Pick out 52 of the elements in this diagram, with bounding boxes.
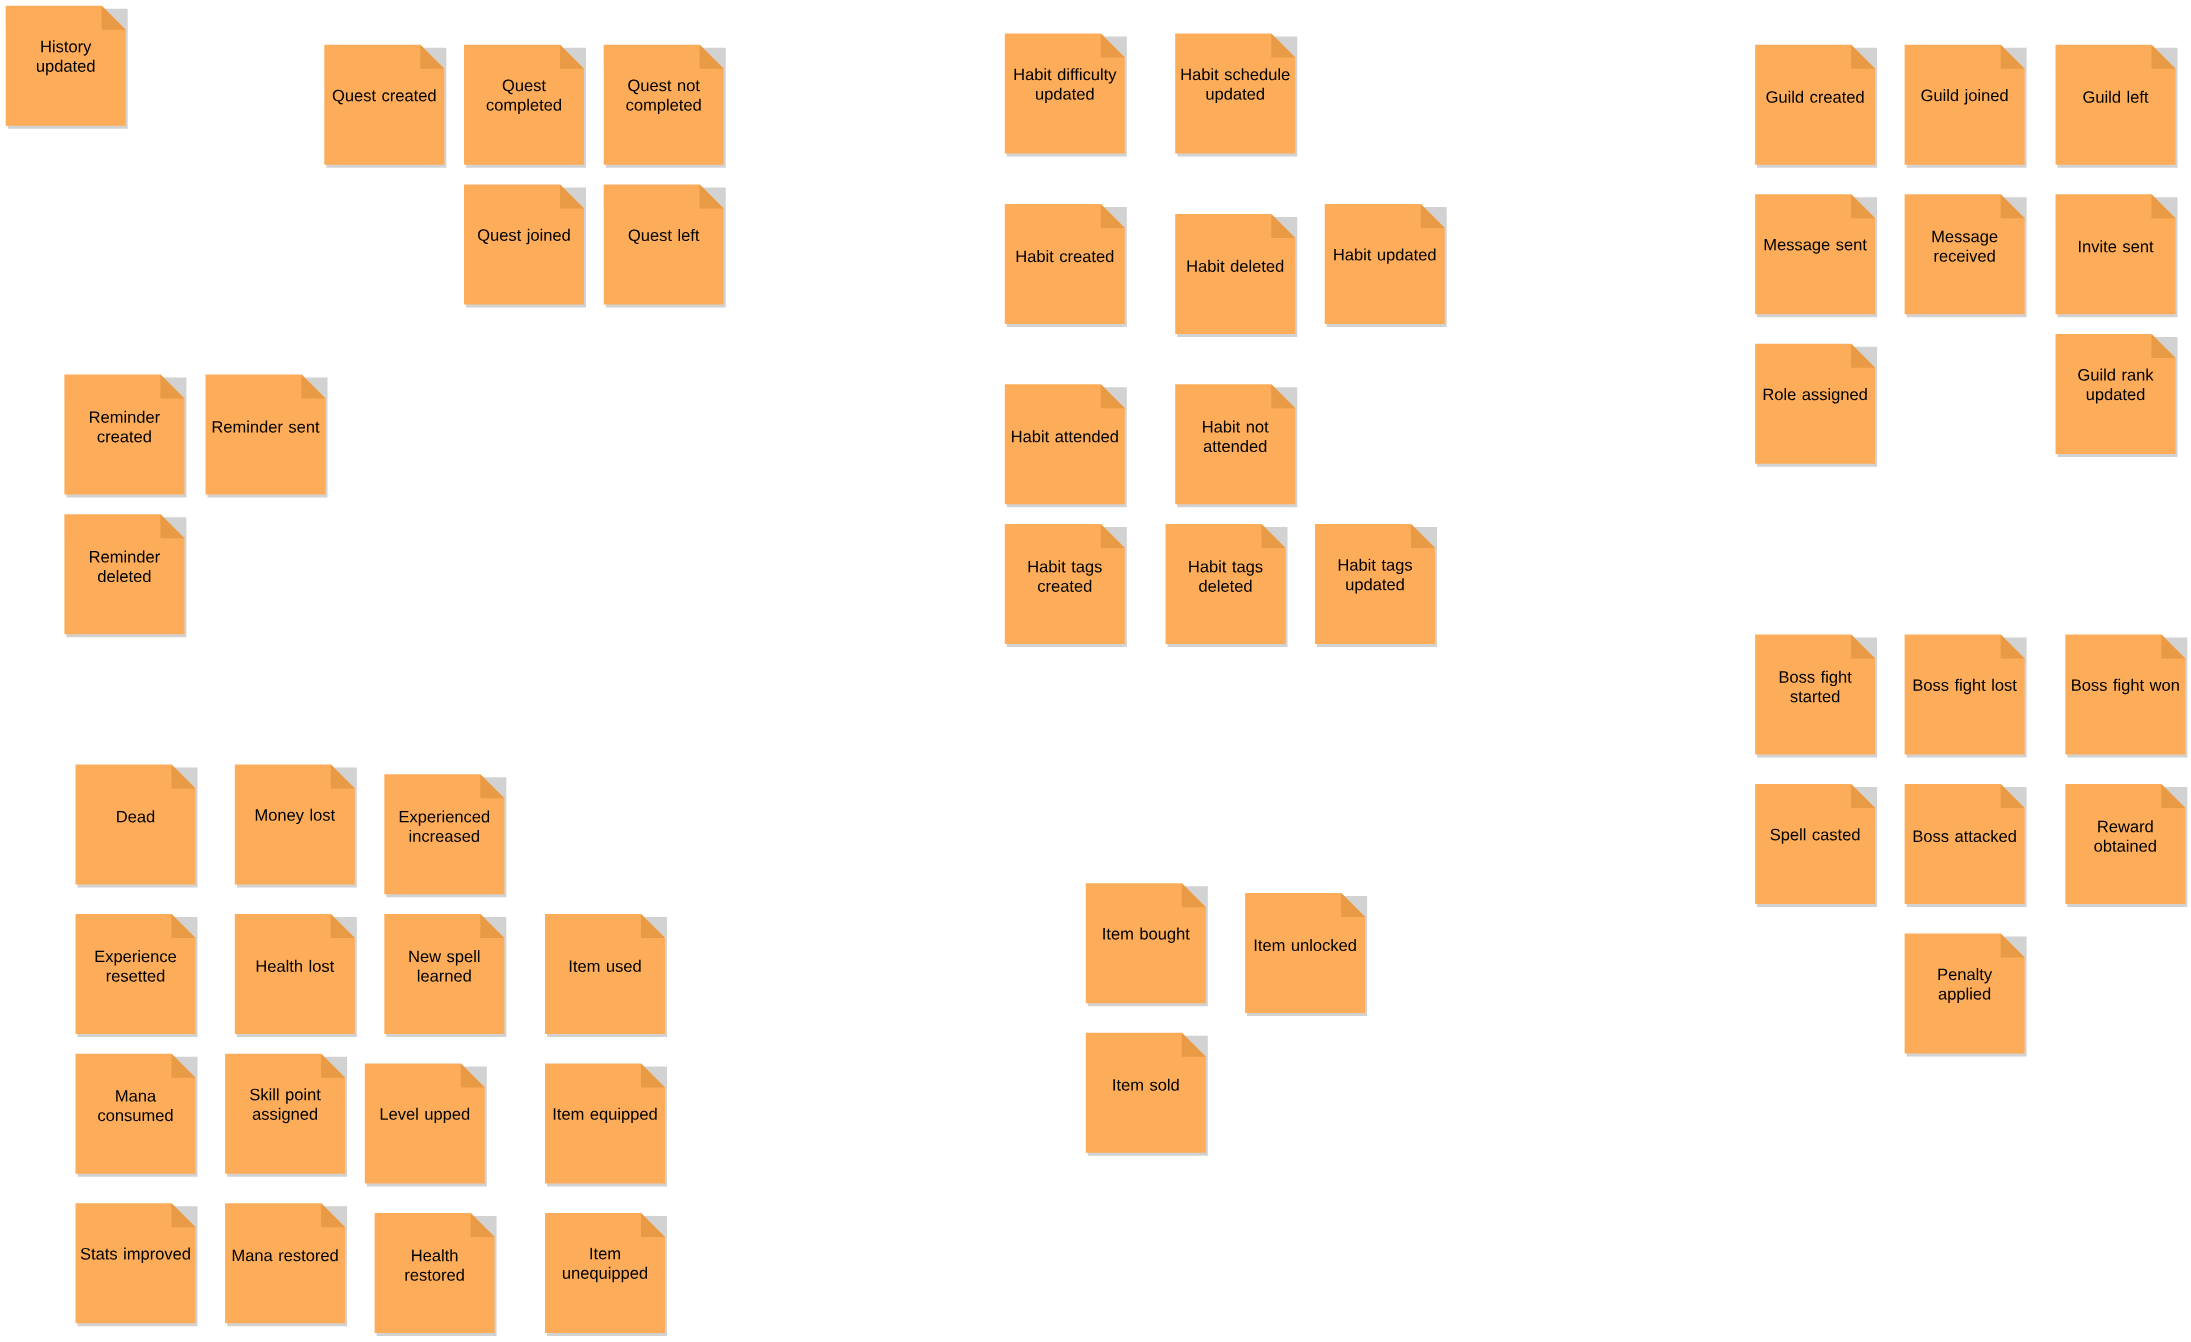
sticky-note: Invite sent	[2055, 194, 2178, 318]
sticky-note: Guild rank updated	[2055, 334, 2178, 457]
sticky-note: Reminder created	[64, 374, 187, 498]
sticky-note: Penalty applied	[1904, 933, 2027, 1057]
sticky-note: Dead	[75, 764, 198, 888]
sticky-note: Item equipped	[545, 1063, 667, 1187]
sticky-note: Mana restored	[225, 1203, 348, 1327]
sticky-note: Quest joined	[464, 184, 586, 308]
sticky-note: Health restored	[374, 1213, 497, 1336]
sticky-note: Message received	[1904, 194, 2027, 318]
sticky-note: Habit tags deleted	[1165, 524, 1288, 648]
sticky-note: New spell learned	[384, 913, 507, 1037]
sticky-note: Quest left	[603, 184, 726, 308]
sticky-note: Habit difficulty updated	[1004, 33, 1127, 157]
sticky-note: Habit created	[1004, 204, 1127, 328]
sticky-note: Item used	[545, 913, 667, 1037]
sticky-note: Boss fight started	[1755, 634, 1878, 758]
sticky-note: Stats improved	[75, 1203, 198, 1327]
sticky-note: Money lost	[234, 764, 357, 888]
sticky-note: Guild left	[2055, 44, 2178, 168]
sticky-note: Health lost	[234, 913, 357, 1037]
sticky-note: History updated	[5, 5, 128, 129]
sticky-note: Guild joined	[1904, 44, 2027, 168]
sticky-note: Reminder deleted	[64, 514, 187, 638]
sticky-note: Role assigned	[1755, 343, 1878, 467]
sticky-note: Reward obtained	[2065, 784, 2188, 907]
sticky-note: Item unequipped	[545, 1213, 667, 1336]
sticky-note: Habit updated	[1324, 204, 1447, 328]
sticky-note: Experienced increased	[384, 774, 507, 898]
sticky-note: Habit schedule updated	[1175, 33, 1298, 157]
sticky-note: Quest completed	[464, 44, 586, 168]
sticky-note: Mana consumed	[75, 1053, 198, 1177]
sticky-note: Item unlocked	[1245, 893, 1368, 1016]
sticky-note: Boss fight lost	[1904, 634, 2027, 758]
sticky-note: Boss attacked	[1904, 784, 2027, 907]
sticky-note: Spell casted	[1755, 784, 1878, 907]
sticky-note: Habit deleted	[1175, 213, 1298, 337]
sticky-note: Message sent	[1755, 194, 1878, 318]
sticky-note: Skill point assigned	[225, 1053, 348, 1177]
sticky-note: Level upped	[364, 1063, 487, 1187]
sticky-note: Habit attended	[1004, 384, 1127, 508]
sticky-note: Guild created	[1755, 44, 1878, 168]
sticky-note: Item bought	[1085, 883, 1208, 1007]
sticky-note: Habit tags created	[1004, 524, 1127, 648]
sticky-note: Boss fight won	[2065, 634, 2188, 758]
sticky-note: Item sold	[1085, 1032, 1208, 1156]
sticky-note: Reminder sent	[205, 374, 328, 498]
sticky-note: Quest created	[324, 44, 447, 168]
sticky-note: Experience resetted	[75, 913, 198, 1037]
sticky-note: Habit not attended	[1175, 384, 1298, 508]
sticky-note: Quest not completed	[603, 44, 726, 168]
sticky-note: Habit tags updated	[1315, 524, 1437, 648]
